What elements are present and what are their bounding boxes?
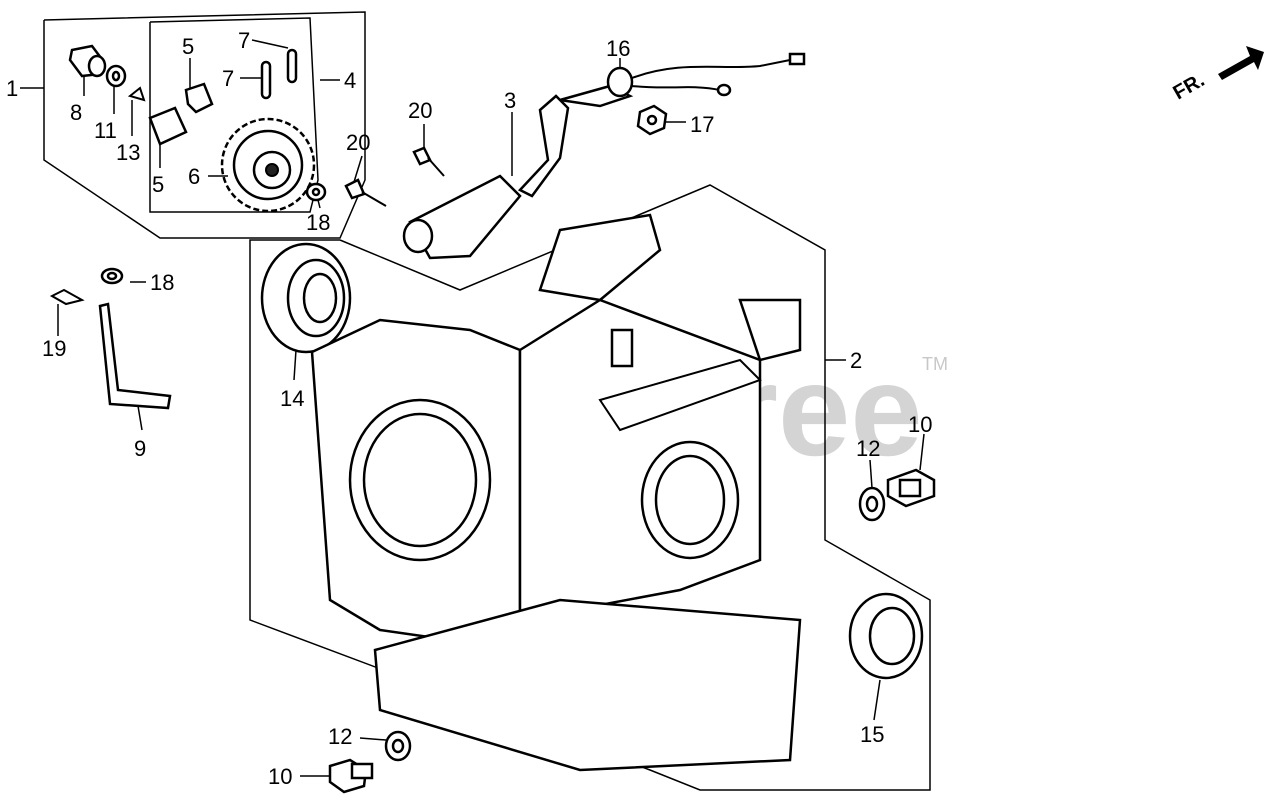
front-direction: FR. — [1170, 46, 1264, 104]
leader-lines — [20, 39, 925, 777]
callout-18-lower: 18 — [150, 270, 174, 295]
part-20-bolt-lower[interactable] — [344, 178, 387, 207]
callout-9: 9 — [134, 436, 146, 461]
callout-2: 2 — [850, 348, 862, 373]
part-12-washer-right[interactable] — [858, 486, 886, 522]
callout-19: 19 — [42, 336, 66, 361]
callout-8: 8 — [70, 100, 82, 125]
callout-13: 13 — [116, 140, 140, 165]
part-16-oil-switch-wire[interactable] — [606, 52, 806, 98]
part-7-pin-lower[interactable] — [260, 60, 272, 100]
part-7-pin-upper[interactable] — [286, 48, 298, 84]
part-12-washer-bottom[interactable] — [384, 730, 412, 762]
watermark-tm: TM — [922, 354, 948, 374]
part-8-plug[interactable] — [68, 44, 107, 78]
callout-14: 14 — [280, 386, 304, 411]
callout-1: 1 — [6, 76, 18, 101]
part-6-governor-gear[interactable] — [220, 117, 316, 213]
part-15-oil-seal[interactable] — [848, 592, 924, 680]
callout-17: 17 — [690, 112, 714, 137]
callout-16: 16 — [606, 36, 630, 61]
callout-3: 3 — [504, 88, 516, 113]
callout-5-upper: 5 — [182, 34, 194, 59]
callout-12-right: 12 — [856, 436, 880, 461]
callout-7-lower: 7 — [222, 66, 234, 91]
front-arrow-icon — [1218, 46, 1264, 80]
part-13-clip[interactable] — [127, 86, 146, 102]
part-2-crankcase[interactable] — [310, 213, 802, 772]
callout-7-upper: 7 — [238, 28, 250, 53]
part-10-bolt-right[interactable] — [886, 468, 936, 508]
front-direction-label: FR. — [1170, 69, 1209, 104]
part-9-governor-shaft[interactable] — [98, 302, 172, 410]
part-10-bolt-bottom[interactable] — [328, 758, 374, 794]
part-14-bearing[interactable] — [260, 242, 352, 354]
callout-12-bottom: 12 — [328, 724, 352, 749]
part-11-washer[interactable] — [105, 64, 127, 88]
part-17-nut[interactable] — [636, 104, 668, 136]
part-18-washer-lower[interactable] — [100, 267, 124, 285]
callout-20-lower: 20 — [346, 130, 370, 155]
callout-11: 11 — [94, 118, 117, 143]
part-18-washer-upper[interactable] — [305, 182, 327, 202]
callout-10-right: 10 — [908, 412, 932, 437]
part-19-clip[interactable] — [49, 288, 85, 306]
part-5-weight-lower[interactable] — [148, 106, 188, 146]
part-20-bolt-upper[interactable] — [412, 146, 445, 177]
callout-15: 15 — [860, 722, 884, 747]
group-boundary-crankcase — [249, 184, 931, 791]
callout-5-lower: 5 — [152, 172, 164, 197]
callout-18-upper: 18 — [306, 210, 330, 235]
callout-4: 4 — [344, 68, 356, 93]
part-5-weight-upper[interactable] — [184, 82, 214, 114]
callout-10-bottom: 10 — [268, 764, 292, 789]
callout-6: 6 — [188, 164, 200, 189]
callout-20-upper: 20 — [408, 98, 432, 123]
part-3-breather-tube[interactable] — [402, 84, 634, 260]
